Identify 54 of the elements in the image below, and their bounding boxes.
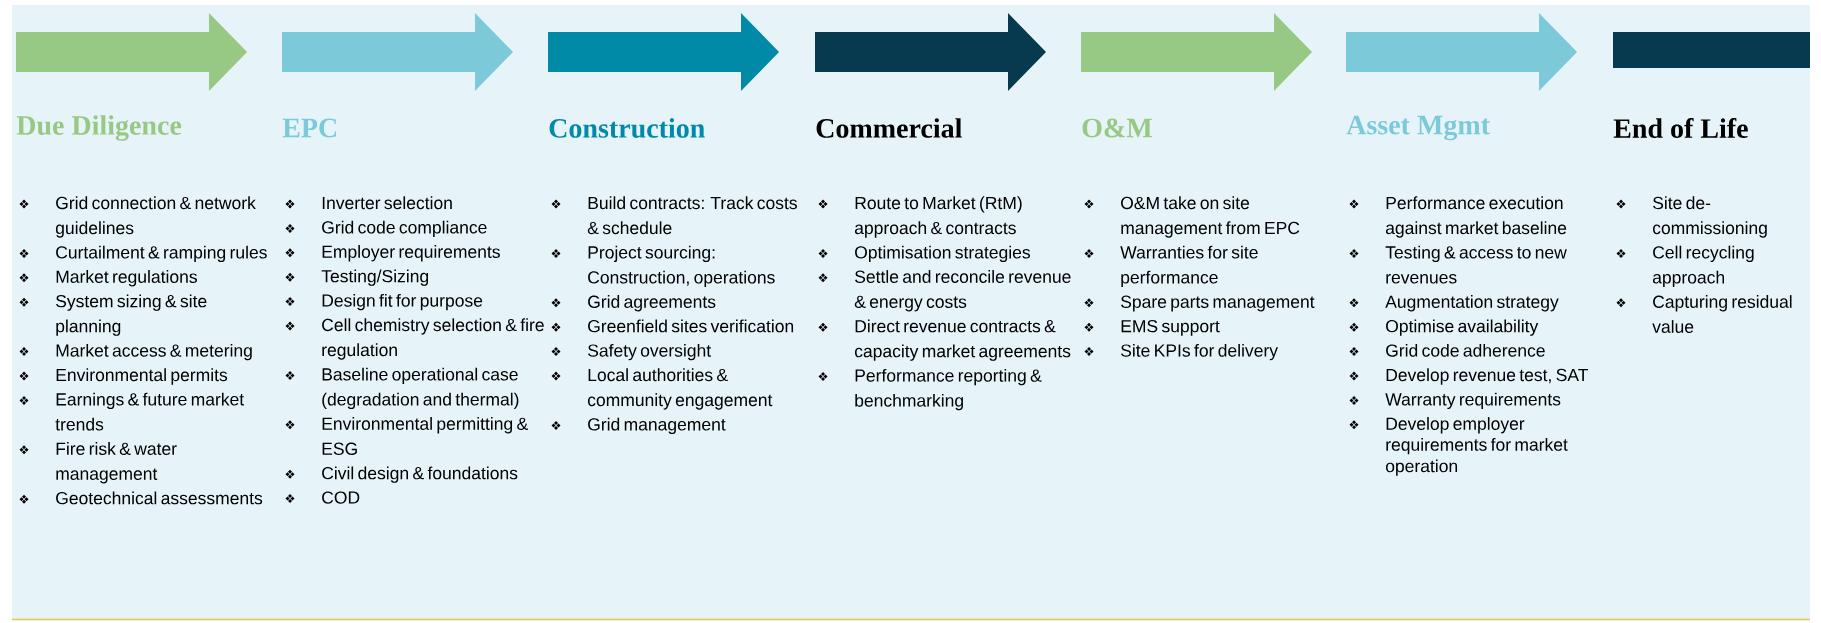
bullet-item: Environmental permitting & ESG xyxy=(322,417,528,455)
bullet-item: Grid code compliance xyxy=(322,220,487,238)
bullet-item: Optimise availability xyxy=(1386,319,1539,336)
bullet-item: Earnings & future market trends xyxy=(55,392,245,431)
bullet-item: Grid code adherence xyxy=(1386,343,1545,357)
phase-heading: Due Diligence xyxy=(16,115,182,141)
bullet-item: Market access & metering xyxy=(56,343,252,361)
bullet-item: Develop employer requirements for market operation xyxy=(1385,417,1568,476)
bullet-item: Environmental permits xyxy=(56,368,228,385)
bullet-item: Inverter selection xyxy=(322,196,452,210)
bullet-item: Optimisation strategies xyxy=(855,245,1030,263)
bullet-item: Local authorities & community engagement xyxy=(587,368,773,410)
bullet-item: Cell chemistry selection & fire regulation xyxy=(322,318,544,360)
bullet-item: Market regulations xyxy=(56,270,197,287)
phase-heading: O&M xyxy=(1082,118,1152,138)
phase-heading: End of Life xyxy=(1613,118,1748,138)
bullet-item: Spare parts management xyxy=(1121,295,1315,312)
bullet-item: Project sourcing: Construction, operations xyxy=(588,245,775,288)
bullet-item: Grid management xyxy=(588,417,726,435)
bullet-item: Greenfield sites verification xyxy=(588,319,794,333)
bullet-item: Capturing residual value xyxy=(1652,295,1792,333)
phase-heading: Asset Mgmt xyxy=(1346,115,1490,141)
bullet-item: Grid connection & network guidelines xyxy=(55,196,256,238)
bullet-item: System sizing & site planning xyxy=(56,294,207,336)
bullet-item: Warranties for site performance xyxy=(1120,245,1258,288)
bullet-item: Employer requirements xyxy=(322,245,500,262)
bullet-item: Direct revenue contracts & capacity market agreements xyxy=(854,319,1071,361)
bullet-item: Curtailment & ramping rules xyxy=(56,245,267,263)
bullet-item: Performance reporting & benchmarking xyxy=(855,368,1042,411)
phase-heading: EPC xyxy=(282,118,337,138)
bullet-item: Safety oversight xyxy=(588,343,711,361)
bullet-item: Develop revenue test, SAT xyxy=(1386,368,1589,385)
bullet-item: Geotechnical assessments xyxy=(56,491,263,505)
bullet-item: Warranty requirements xyxy=(1385,392,1561,410)
bullet-item: Baseline operational case (degradation and thermal) xyxy=(322,367,519,410)
phase-heading: Commercial xyxy=(816,118,962,138)
bullet-item: Grid agreements xyxy=(588,295,716,312)
bullet-item: Route to Market (RtM) approach & contracts xyxy=(854,196,1022,238)
bullet-item: Site de-commissioning xyxy=(1652,196,1767,238)
phase-heading: Construction xyxy=(549,118,705,138)
bullet-item: Settle and reconcile revenue & energy costs xyxy=(854,270,1071,312)
bullet-item: O&M take on site management from EPC xyxy=(1121,196,1300,238)
bullet-item: Design fit for purpose xyxy=(322,293,483,311)
bullet-item: Cell recycling approach xyxy=(1652,245,1754,288)
bullet-item: Performance execution against market baseline xyxy=(1385,196,1567,238)
bullet-item: Fire risk & water management xyxy=(56,442,177,484)
bullet-item: Testing/Sizing xyxy=(321,269,429,286)
bullet-item: EMS support xyxy=(1121,320,1220,336)
bullet-item: Build contracts: Track costs & schedule xyxy=(587,196,797,235)
bullet-item: Site KPIs for delivery xyxy=(1121,343,1278,361)
bullet-item: Augmentation strategy xyxy=(1385,295,1559,312)
bullet-item: Civil design & foundations xyxy=(322,466,518,483)
bullet-item: Testing & access to new revenues xyxy=(1385,245,1567,284)
bullet-item: COD xyxy=(322,491,360,504)
